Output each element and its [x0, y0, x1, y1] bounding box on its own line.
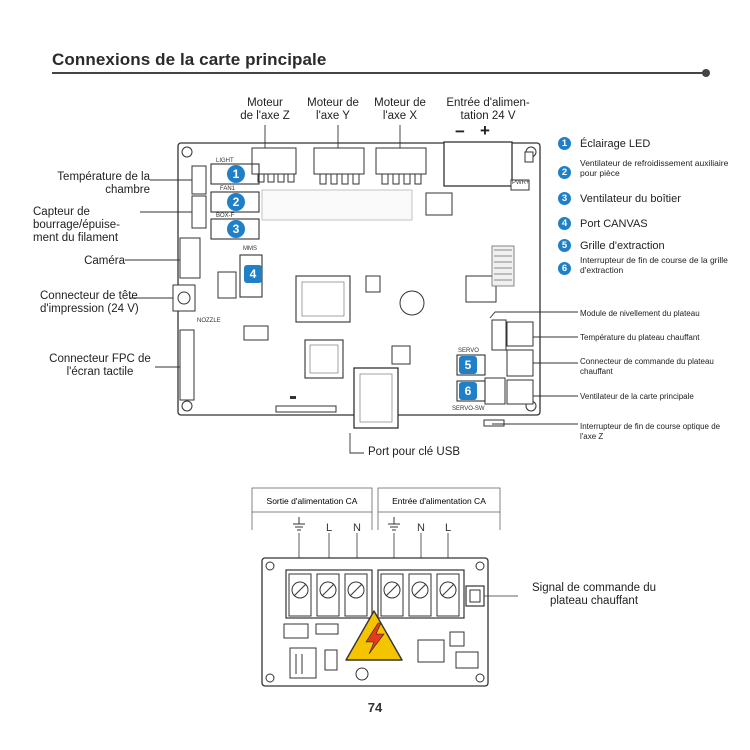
badge-4: 4 — [244, 265, 262, 283]
silk-servo: SERVO — [458, 348, 479, 354]
connector-mb-fan — [506, 379, 534, 405]
badge-2: 2 — [227, 193, 245, 211]
silk-servo-sw: SERVO-SW — [452, 406, 485, 412]
label-filament-sensor: Capteur de bourrage/épuise-ment du filam… — [33, 206, 120, 244]
high-voltage-warning-icon — [345, 610, 403, 661]
label-in-l: L — [445, 522, 451, 534]
label-motor-y: Moteur de l'axe Y — [307, 97, 359, 122]
label-bed-signal: Signal de commande du plateau chauffant — [531, 582, 657, 607]
legend-num: 2 — [558, 166, 571, 179]
mount-hole — [181, 146, 193, 158]
page-title: Connexions de la carte principale — [52, 50, 327, 69]
label-power-in: Entrée d'alimen-tation 24 V — [446, 97, 530, 122]
label-mainboard-fan: Ventilateur de la carte principale — [580, 392, 694, 401]
connector-screen — [179, 329, 195, 401]
usb-port — [353, 367, 399, 429]
mainboard-diagram: LIGHT FAN1 BOX-F MMS NOZZLE SERVO SERVO-… — [125, 125, 578, 454]
label-chamber-temp: Température de la chambre — [57, 171, 150, 196]
power-plus: + — [480, 121, 490, 140]
silk-light: LIGHT — [216, 158, 234, 164]
label-ac-in: Entrée d'alimentation CA — [392, 496, 486, 506]
highlight-fan1 — [210, 191, 260, 213]
legend-text: Grille d'extraction — [580, 240, 665, 252]
silk-mms: MMS — [243, 246, 257, 252]
ground-icon-in — [388, 517, 400, 531]
legend-num: 3 — [558, 192, 571, 205]
badge-5: 5 — [459, 356, 477, 374]
title-rule — [52, 72, 706, 74]
label-bed-temp: Température du plateau chauffant — [580, 333, 700, 342]
label-in-n: N — [417, 522, 425, 534]
label-camera: Caméra — [84, 255, 125, 267]
highlight-servo — [456, 354, 486, 376]
label-bed-leveling: Module de nivellement du plateau — [580, 309, 700, 318]
legend-text: Ventilateur de refroidissement auxiliair… — [580, 158, 729, 178]
label-fpc: Connecteur FPC de l'écran tactile — [49, 353, 151, 378]
highlight-light — [210, 163, 260, 185]
label-out-n: N — [353, 522, 361, 534]
legend-text: Éclairage LED — [580, 138, 651, 150]
label-motor-x: Moteur de l'axe X — [374, 97, 426, 122]
bracket-ac-in — [377, 487, 501, 513]
connector-bed-temp — [506, 321, 534, 347]
terminal-block-out — [285, 569, 373, 619]
silk-fan1: FAN1 — [220, 186, 236, 192]
mount-hole — [181, 400, 193, 412]
badge-6: 6 — [459, 382, 477, 400]
legend-text: Interrupteur de fin de course de la gril… — [580, 255, 728, 275]
legend-text: Ventilateur du boîtier — [580, 193, 681, 205]
label-motor-z: Moteur de l'axe Z — [240, 97, 290, 122]
label-print-head: Connecteur de tête d'impression (24 V) — [40, 290, 139, 315]
connector-camera — [179, 237, 201, 279]
title-rule-dot — [702, 69, 710, 77]
psu-diagram: Sortie d'alimentation CA Entrée d'alimen… — [251, 487, 518, 687]
connector-bed-control — [506, 349, 534, 377]
connector-runout — [191, 195, 207, 229]
legend-num: 5 — [558, 239, 571, 252]
ground-icon-out — [293, 517, 305, 531]
silk-box-f: BOX-F — [216, 213, 235, 219]
bracket-ac-out — [251, 487, 373, 513]
page-number: 74 — [367, 700, 383, 715]
label-usb: Port pour clé USB — [368, 446, 461, 458]
badge-1: 1 — [227, 165, 245, 183]
legend-num: 4 — [558, 217, 571, 230]
silk-nozzle: NOZZLE — [197, 318, 221, 324]
legend-text: Port CANVAS — [580, 218, 648, 230]
legend-num: 6 — [558, 262, 571, 275]
terminal-block-in — [377, 569, 465, 619]
legend-num: 1 — [558, 137, 571, 150]
highlight-box-f — [210, 218, 260, 240]
badge-3: 3 — [227, 220, 245, 238]
power-connector — [443, 141, 534, 191]
silk-pwr: PWR+ — [512, 180, 530, 186]
chip-mcu — [295, 275, 351, 323]
motor-connector-y — [313, 147, 365, 185]
label-bed-control: Connecteur de commande du plateau chauff… — [580, 357, 714, 376]
power-minus: − — [455, 122, 465, 141]
connector-chamber — [191, 165, 207, 195]
highlight-mms — [239, 254, 263, 298]
connector-bed-signal — [465, 585, 485, 607]
label-z-endstop: Interrupteur de fin de course optique de… — [580, 422, 721, 441]
motor-connector-x — [375, 147, 427, 185]
label-ac-out: Sortie d'alimentation CA — [267, 496, 358, 506]
highlight-servo-sw — [456, 380, 486, 402]
label-out-l: L — [326, 522, 332, 534]
